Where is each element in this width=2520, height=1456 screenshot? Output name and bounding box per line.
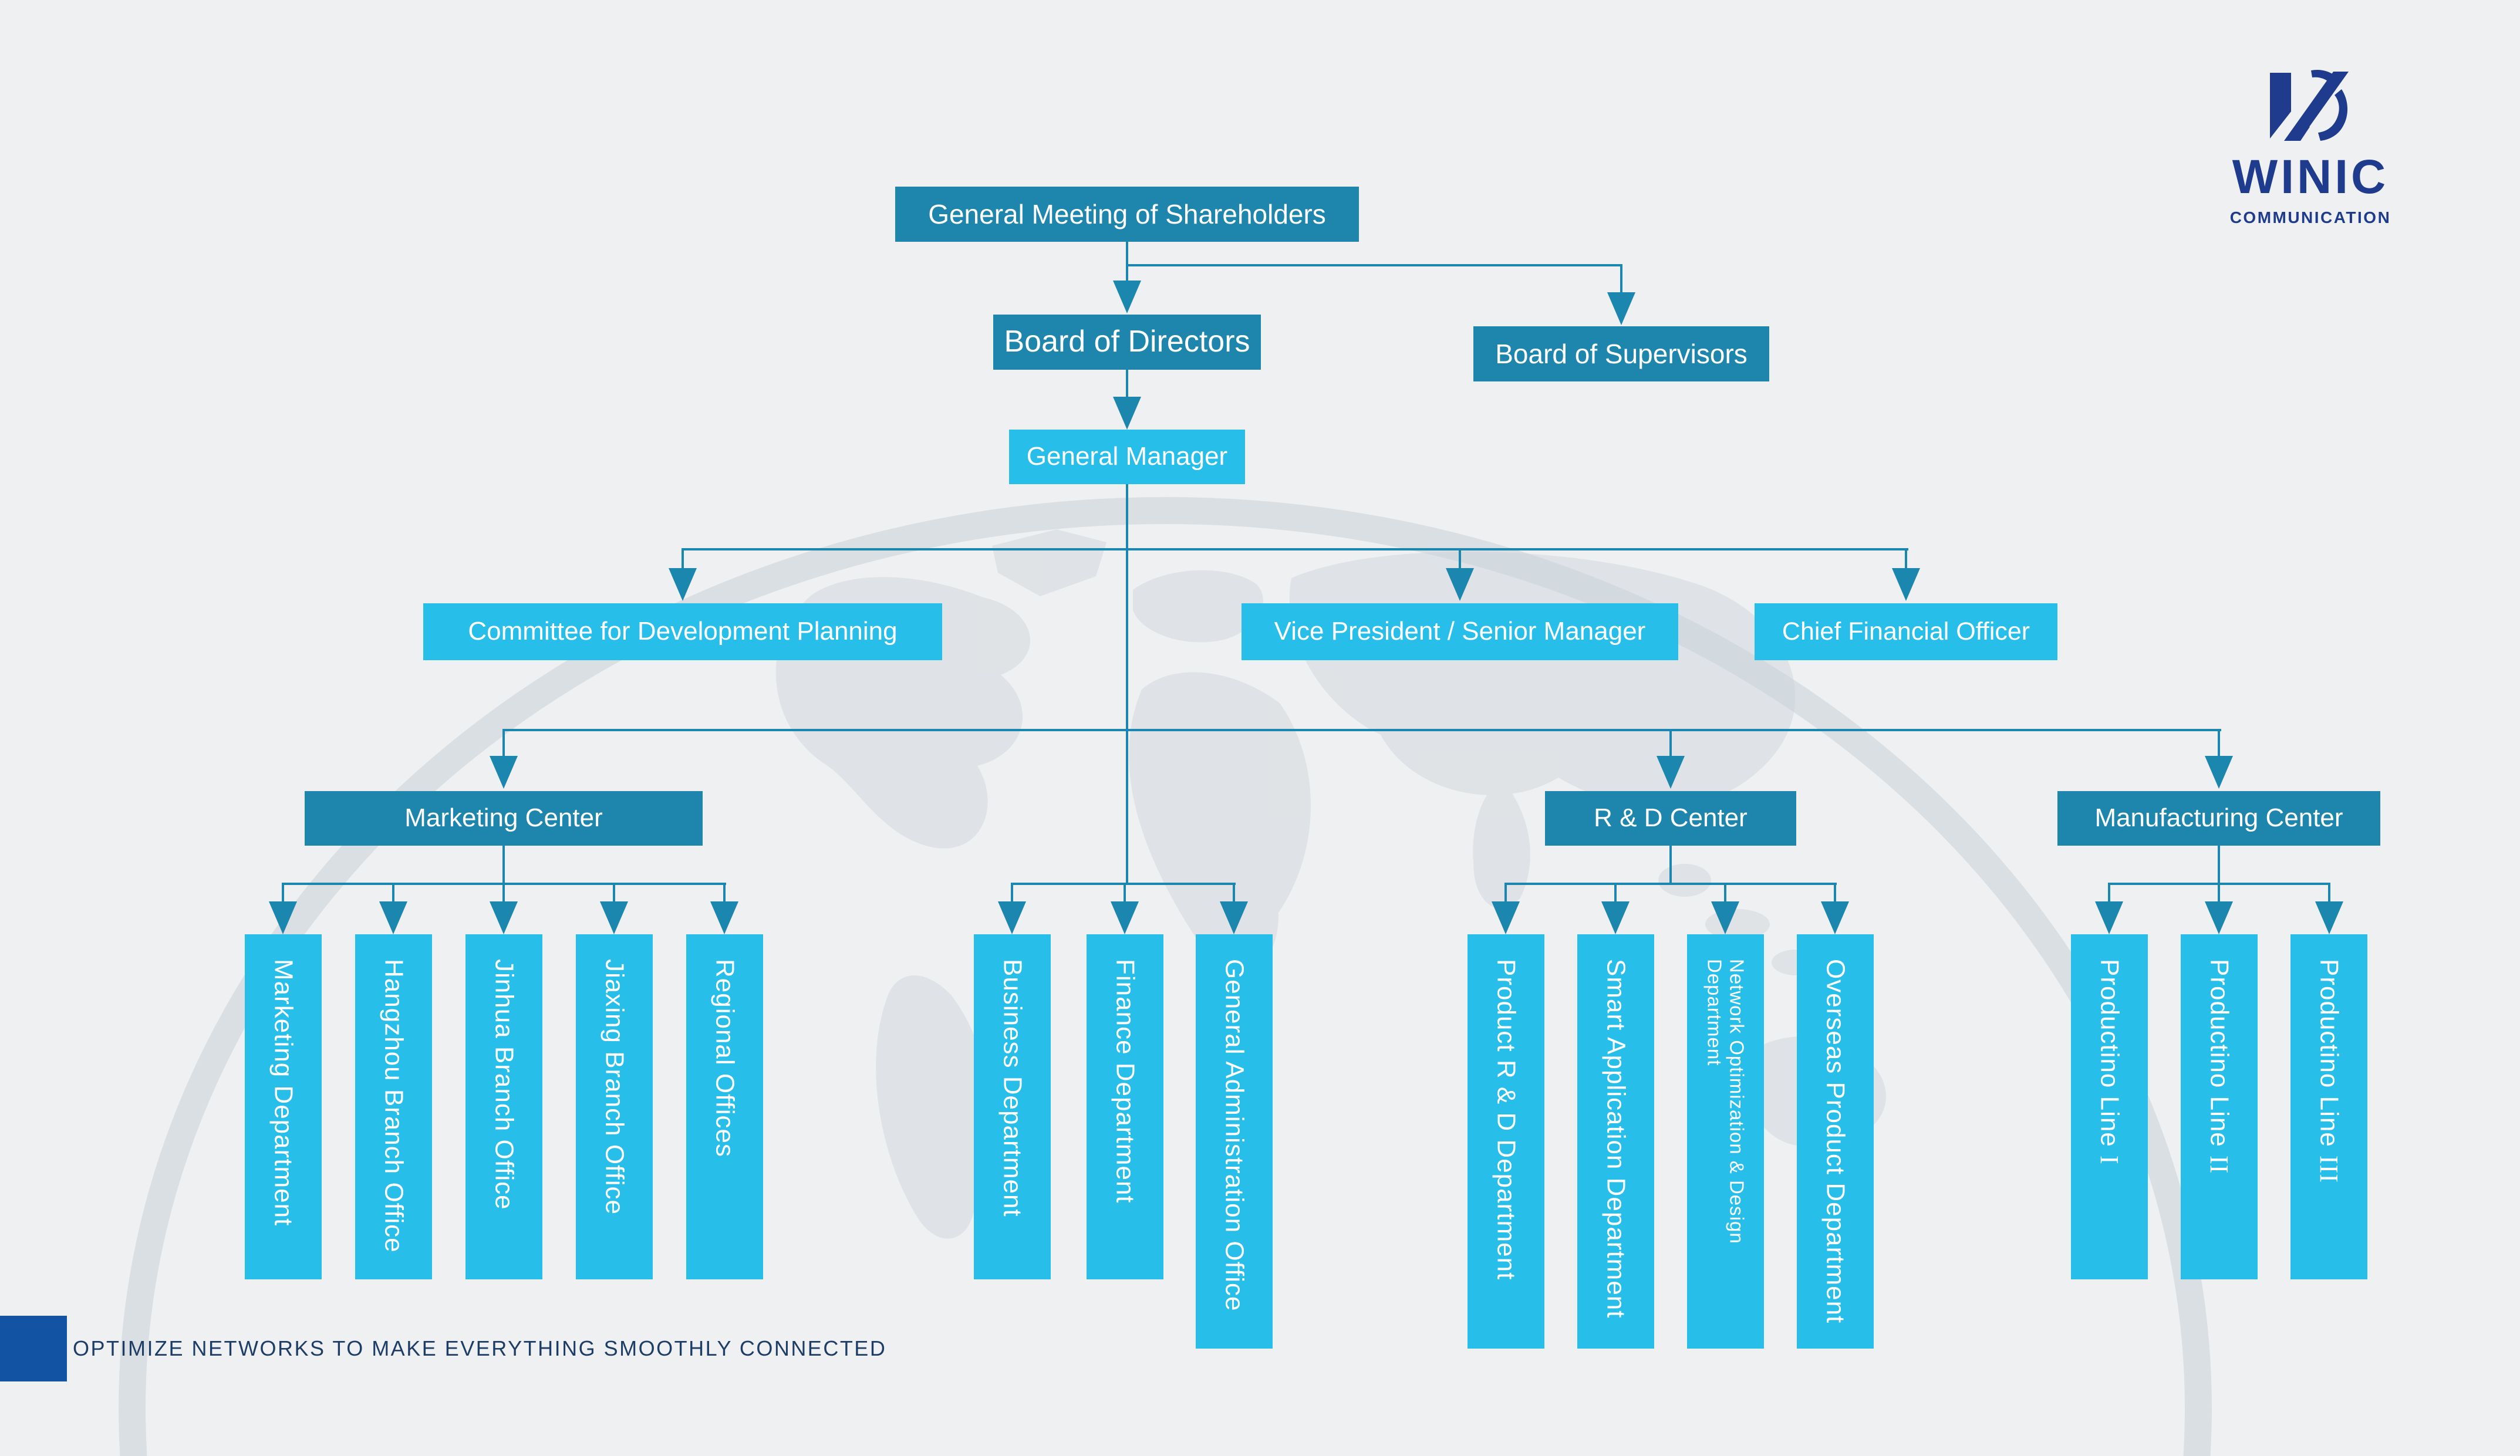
arrow-down-icon <box>269 901 297 934</box>
connector-line <box>1504 883 1837 885</box>
node-general-administration-office: General Administration Office <box>1196 934 1273 1349</box>
production-line-numeral: I <box>2095 1155 2124 1165</box>
connector-line <box>1011 885 1013 904</box>
arrow-down-icon <box>2205 901 2233 934</box>
connector-line <box>2108 885 2110 904</box>
connector-line <box>2108 883 2330 885</box>
production-line-numeral: III <box>2315 1155 2343 1183</box>
arrow-down-icon <box>1607 292 1635 325</box>
arrow-down-icon <box>1113 397 1141 430</box>
node-chief-financial-officer: Chief Financial Officer <box>1755 603 2057 660</box>
connector-line <box>502 731 505 757</box>
logo-subtitle-text: COMMUNICATION <box>2229 208 2391 227</box>
node-overseas-product-department: Overseas Product Department <box>1797 934 1874 1349</box>
node-board-of-supervisors: Board of Supervisors <box>1473 326 1769 381</box>
connector-line <box>502 885 505 904</box>
production-line-name: Productino Line <box>2205 959 2234 1147</box>
node-jinhua-branch-office: Jinhua Branch Office <box>465 934 542 1279</box>
connector-line <box>1126 370 1128 398</box>
node-board-of-directors: Board of Directors <box>993 315 1261 370</box>
connector-line <box>2218 885 2220 904</box>
connector-line <box>682 548 1908 550</box>
node-manufacturing-center: Manufacturing Center <box>2057 791 2380 846</box>
node-vice-president-senior-manager: Vice President / Senior Manager <box>1242 603 1678 660</box>
connector-line <box>1724 885 1726 904</box>
arrow-down-icon <box>2095 901 2123 934</box>
node-regional-offices: Regional Offices <box>686 934 763 1279</box>
node-product-rd-department: Product R & D Department <box>1468 934 1544 1349</box>
connector-line <box>502 729 2221 731</box>
arrow-down-icon <box>1446 568 1474 601</box>
connector-line <box>1126 484 1128 885</box>
tagline-square-decoration <box>0 1316 67 1381</box>
connector-line <box>2218 846 2220 885</box>
connector-line <box>1011 883 1236 885</box>
connector-line <box>682 550 684 569</box>
node-rd-center: R & D Center <box>1545 791 1796 846</box>
arrow-down-icon <box>490 756 518 789</box>
arrow-down-icon <box>998 901 1026 934</box>
node-general-manager: General Manager <box>1009 430 1245 484</box>
connector-line <box>2328 885 2330 904</box>
arrow-down-icon <box>710 901 738 934</box>
node-marketing-center: Marketing Center <box>305 791 703 846</box>
connector-line <box>1669 846 1672 885</box>
node-production-line-3: Productino Line III <box>2290 934 2367 1279</box>
node-committee-for-development-planning: Committee for Development Planning <box>423 603 942 660</box>
arrow-down-icon <box>2205 756 2233 789</box>
arrow-down-icon <box>1821 901 1849 934</box>
connector-line <box>613 885 615 904</box>
connector-line <box>723 885 726 904</box>
production-line-numeral: II <box>2205 1155 2234 1174</box>
connector-line <box>1905 550 1907 569</box>
connector-line <box>1620 266 1622 293</box>
connector-line <box>1124 885 1126 904</box>
arrow-down-icon <box>2315 901 2343 934</box>
connector-line <box>1614 885 1617 904</box>
logo-brand-text: WINIC <box>2232 150 2389 204</box>
node-smart-application-department: Smart Application Department <box>1577 934 1654 1349</box>
connector-line <box>282 883 726 885</box>
node-network-optimization-design-department: Network Optimization & Design Department <box>1687 934 1764 1349</box>
connector-line <box>392 885 394 904</box>
arrow-down-icon <box>1657 756 1685 789</box>
connector-line <box>1233 885 1235 904</box>
node-finance-department: Finance Department <box>1087 934 1163 1279</box>
winic-logo: WINIC COMMUNICATION <box>2225 69 2396 227</box>
connector-line <box>502 846 505 885</box>
connector-line <box>1834 885 1836 904</box>
arrow-down-icon <box>669 568 697 601</box>
tagline-text: OPTIMIZE NETWORKS TO MAKE EVERYTHING SMO… <box>73 1336 887 1360</box>
production-line-name: Productino Line <box>2315 959 2344 1147</box>
arrow-down-icon <box>600 901 628 934</box>
node-hangzhou-branch-office: Hangzhou Branch Office <box>355 934 432 1279</box>
arrow-down-icon <box>379 901 407 934</box>
arrow-down-icon <box>490 901 518 934</box>
connector-line <box>1459 550 1461 569</box>
connector-line <box>1669 731 1672 757</box>
arrow-down-icon <box>1492 901 1520 934</box>
node-general-meeting-of-shareholders: General Meeting of Shareholders <box>895 187 1359 242</box>
arrow-down-icon <box>1111 901 1139 934</box>
arrow-down-icon <box>1601 901 1630 934</box>
node-production-line-2: Productino Line II <box>2181 934 2258 1279</box>
connector-line <box>1504 885 1507 904</box>
arrow-down-icon <box>1711 901 1739 934</box>
connector-line <box>2218 731 2220 757</box>
connector-line <box>1126 264 1622 266</box>
node-jiaxing-branch-office: Jiaxing Branch Office <box>576 934 653 1279</box>
arrow-down-icon <box>1220 901 1248 934</box>
production-line-name: Productino Line <box>2095 959 2124 1147</box>
arrow-down-icon <box>1892 568 1920 601</box>
connector-line <box>282 885 284 904</box>
node-production-line-1: Productino Line I <box>2071 934 2148 1279</box>
node-business-department: Business Department <box>974 934 1051 1279</box>
arrow-down-icon <box>1113 281 1141 313</box>
connector-line <box>1126 242 1128 282</box>
node-marketing-department: Marketing Department <box>245 934 322 1279</box>
winic-emblem-icon <box>2270 69 2349 141</box>
